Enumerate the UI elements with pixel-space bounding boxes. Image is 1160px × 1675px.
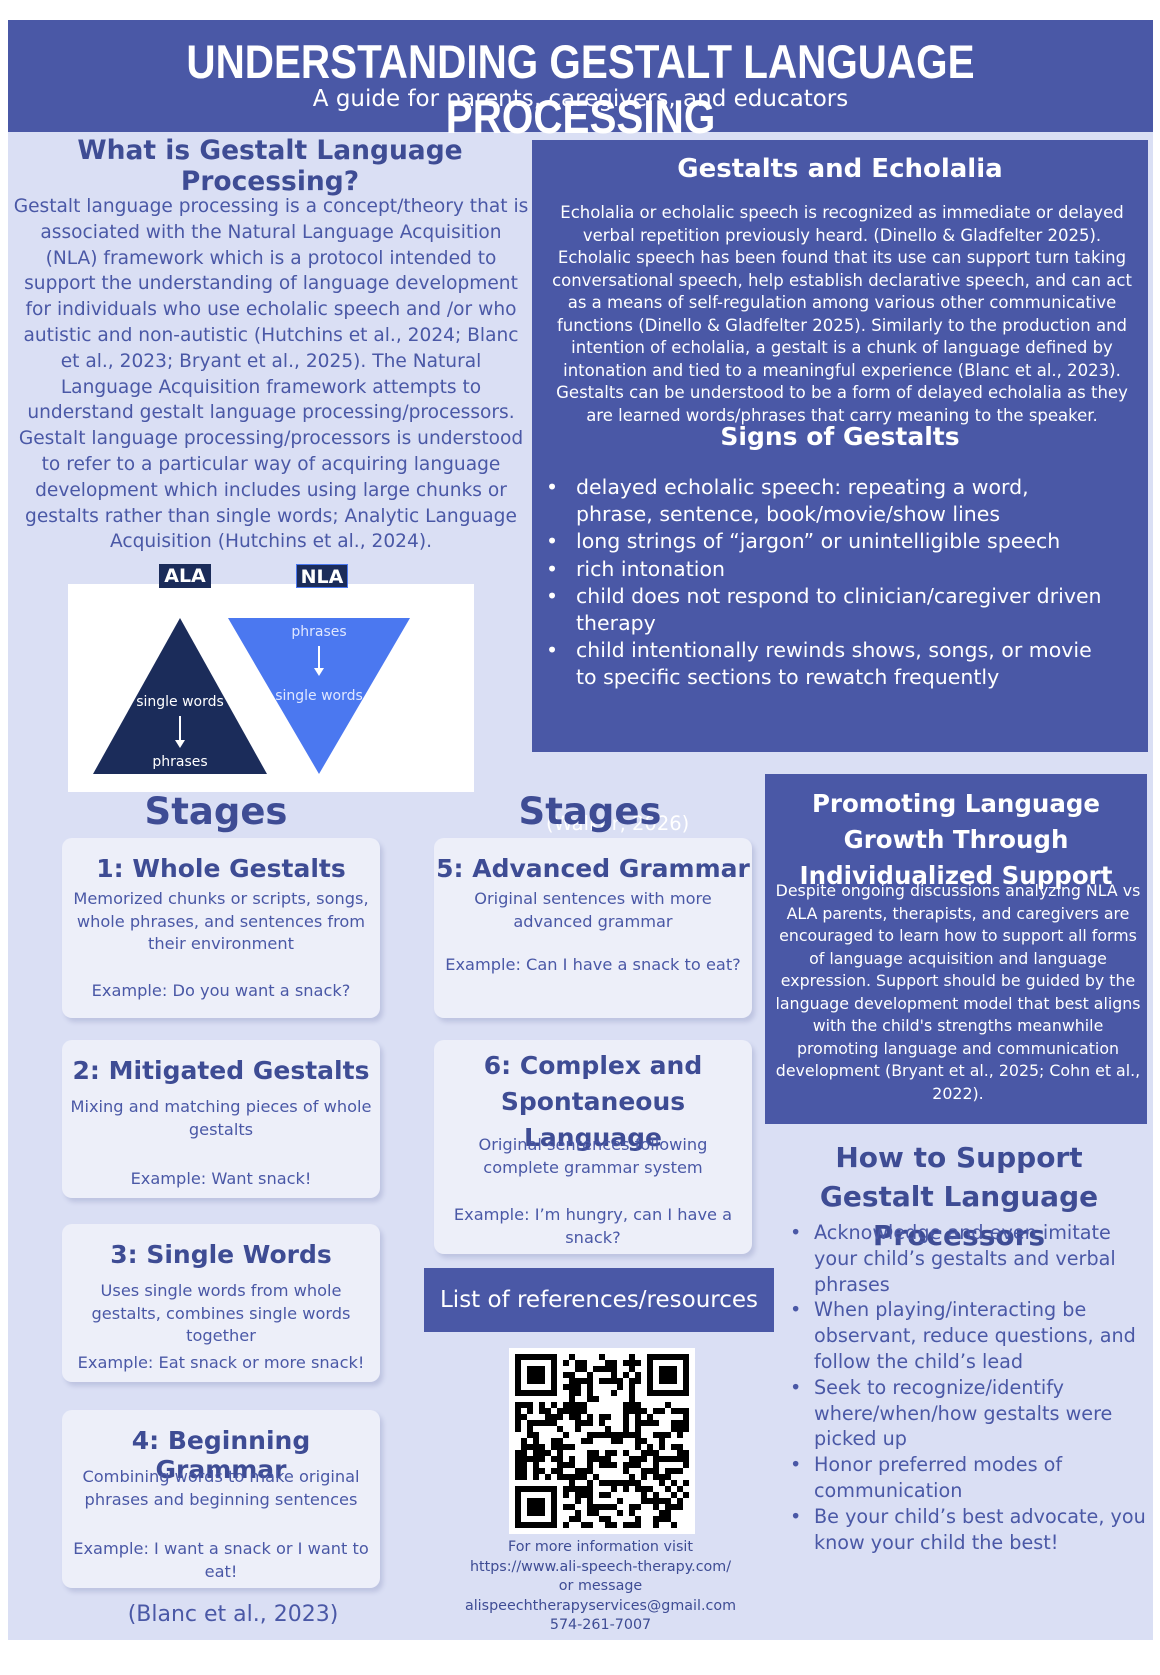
stage-example: Example: I’m hungry, can I have a snack? [453, 1205, 733, 1247]
stage-example: Example: I want a snack or I want to eat… [73, 1539, 369, 1581]
signs-citation: (Walker, 2026) [546, 812, 690, 835]
stage-description: Combining words to make original phrases… [82, 1467, 360, 1509]
signs-list: • delayed echolalic speech: repeating a … [546, 474, 1108, 692]
references-banner[interactable]: List of references/resources [424, 1268, 774, 1332]
stage-example: Example: Eat snack or more snack! [77, 1353, 365, 1372]
list-item: •Seek to recognize/identify where/when/h… [790, 1375, 1113, 1451]
email-link[interactable]: alispeechtherapyservices@gmail.com [464, 1597, 737, 1614]
ala-badge: ALA [159, 564, 211, 588]
phone-number: 574-261-7007 [549, 1617, 652, 1633]
stage-title: 5: Advanced Grammar [436, 854, 750, 883]
promoting-heading: Promoting Language Growth Through Indivi… [799, 789, 1113, 890]
ala-bottom-label: phrases [152, 754, 207, 770]
stage-title: 4: Beginning Grammar [131, 1426, 311, 1484]
nla-triangle [228, 618, 410, 774]
stages-citation: (Blanc et al., 2023) [127, 1602, 339, 1627]
list-item: •Honor preferred modes of communication [790, 1453, 1063, 1502]
contact-intro: For more information visit [508, 1539, 693, 1555]
ala-top-label: single words [136, 694, 224, 710]
qr-code-graphic [515, 1354, 689, 1528]
nla-bottom-label: single words [275, 688, 363, 704]
list-item: •rich intonation [546, 556, 725, 581]
list-item: •Be your child’s best advocate, you know… [790, 1504, 1146, 1554]
page-subtitle: A guide for parents, caregivers, and edu… [312, 86, 849, 112]
list-item: • delayed echolalic speech: repeating a … [546, 475, 1029, 527]
stage-description: Memorized chunks or scripts, songs, whol… [73, 889, 369, 953]
list-item: •child intentionally rewinds shows, song… [546, 638, 1092, 690]
what-is-heading: What is Gestalt Language Processing? [77, 135, 463, 197]
stage-description: Original sentences with more advanced gr… [474, 889, 712, 931]
stage-description: Uses single words from whole gestalts, c… [91, 1281, 351, 1345]
stages-heading-right: Stages [518, 790, 662, 833]
signs-heading: Signs of Gestalts [720, 422, 960, 451]
header-banner: UNDERSTANDING GESTALT LANGUAGE PROCESSIN… [8, 20, 1153, 143]
stage-card-6: 6: Complex and Spontaneous Language Orig… [434, 1040, 752, 1254]
promoting-body: Despite ongoing discussions analyzing NL… [775, 881, 1141, 1103]
nla-top-label: phrases [291, 624, 346, 640]
list-item: •Acknowledge and even imitate your child… [790, 1221, 1116, 1296]
poster: UNDERSTANDING GESTALT LANGUAGE PROCESSIN… [8, 20, 1153, 1640]
list-item: •child does not respond to clinician/car… [546, 583, 1102, 636]
ala-nla-diagram: single words phrases phrases single word… [68, 584, 474, 792]
stage-card-5: 5: Advanced Grammar Original sentences w… [434, 838, 752, 1018]
stage-example: Example: Do you want a snack? [91, 981, 351, 1000]
page-title: UNDERSTANDING GESTALT LANGUAGE PROCESSIN… [186, 35, 975, 143]
list-item: •When playing/interacting be observant, … [790, 1298, 1136, 1373]
stage-card-3: 3: Single Words Uses single words from w… [62, 1224, 380, 1382]
echolalia-heading: Gestalts and Echolalia [677, 154, 1003, 184]
contact-info: For more information visit https://www.a… [428, 1538, 773, 1636]
qr-code[interactable] [509, 1348, 695, 1534]
what-is-body: Gestalt language processing is a concept… [13, 196, 529, 553]
stage-card-4: 4: Beginning Grammar Combining words to … [62, 1410, 380, 1588]
echolalia-body: Echolalia or echolalic speech is recogni… [552, 203, 1132, 425]
list-item: •long strings of “jargon” or unintelligi… [546, 529, 1061, 554]
stage-card-2: 2: Mitigated Gestalts Mixing and matchin… [62, 1040, 380, 1198]
stages-heading-left: Stages [144, 790, 288, 833]
stage-title: 3: Single Words [110, 1240, 332, 1269]
stage-example: Example: Can I have a snack to eat? [445, 955, 741, 974]
stage-description: Mixing and matching pieces of whole gest… [70, 1097, 372, 1139]
stage-title: 2: Mitigated Gestalts [72, 1056, 370, 1085]
how-to-heading: How to Support Gestalt Language Processo… [819, 1141, 1099, 1252]
how-to-list: •Acknowledge and even imitate your child… [786, 1220, 1156, 1555]
contact-or: or message [558, 1578, 643, 1594]
website-link[interactable]: https://www.ali-speech-therapy.com/ [469, 1558, 732, 1575]
nla-arrow-head [314, 668, 324, 676]
ala-arrow-head [175, 740, 185, 748]
stage-example: Example: Want snack! [130, 1169, 312, 1188]
stage-title: 1: Whole Gestalts [96, 854, 346, 883]
nla-badge: NLA [296, 564, 348, 588]
stage-card-1: 1: Whole Gestalts Memorized chunks or sc… [62, 838, 380, 1018]
triangle-diagram: single words phrases phrases single word… [93, 618, 410, 774]
stage-title: 6: Complex and Spontaneous Language [483, 1051, 703, 1152]
promoting-panel: Promoting Language Growth Through Indivi… [765, 774, 1147, 1124]
echolalia-panel: Gestalts and Echolalia Echolalia or echo… [532, 140, 1148, 835]
stage-description: Original sentences following complete gr… [478, 1135, 708, 1177]
ala-triangle [93, 618, 267, 774]
